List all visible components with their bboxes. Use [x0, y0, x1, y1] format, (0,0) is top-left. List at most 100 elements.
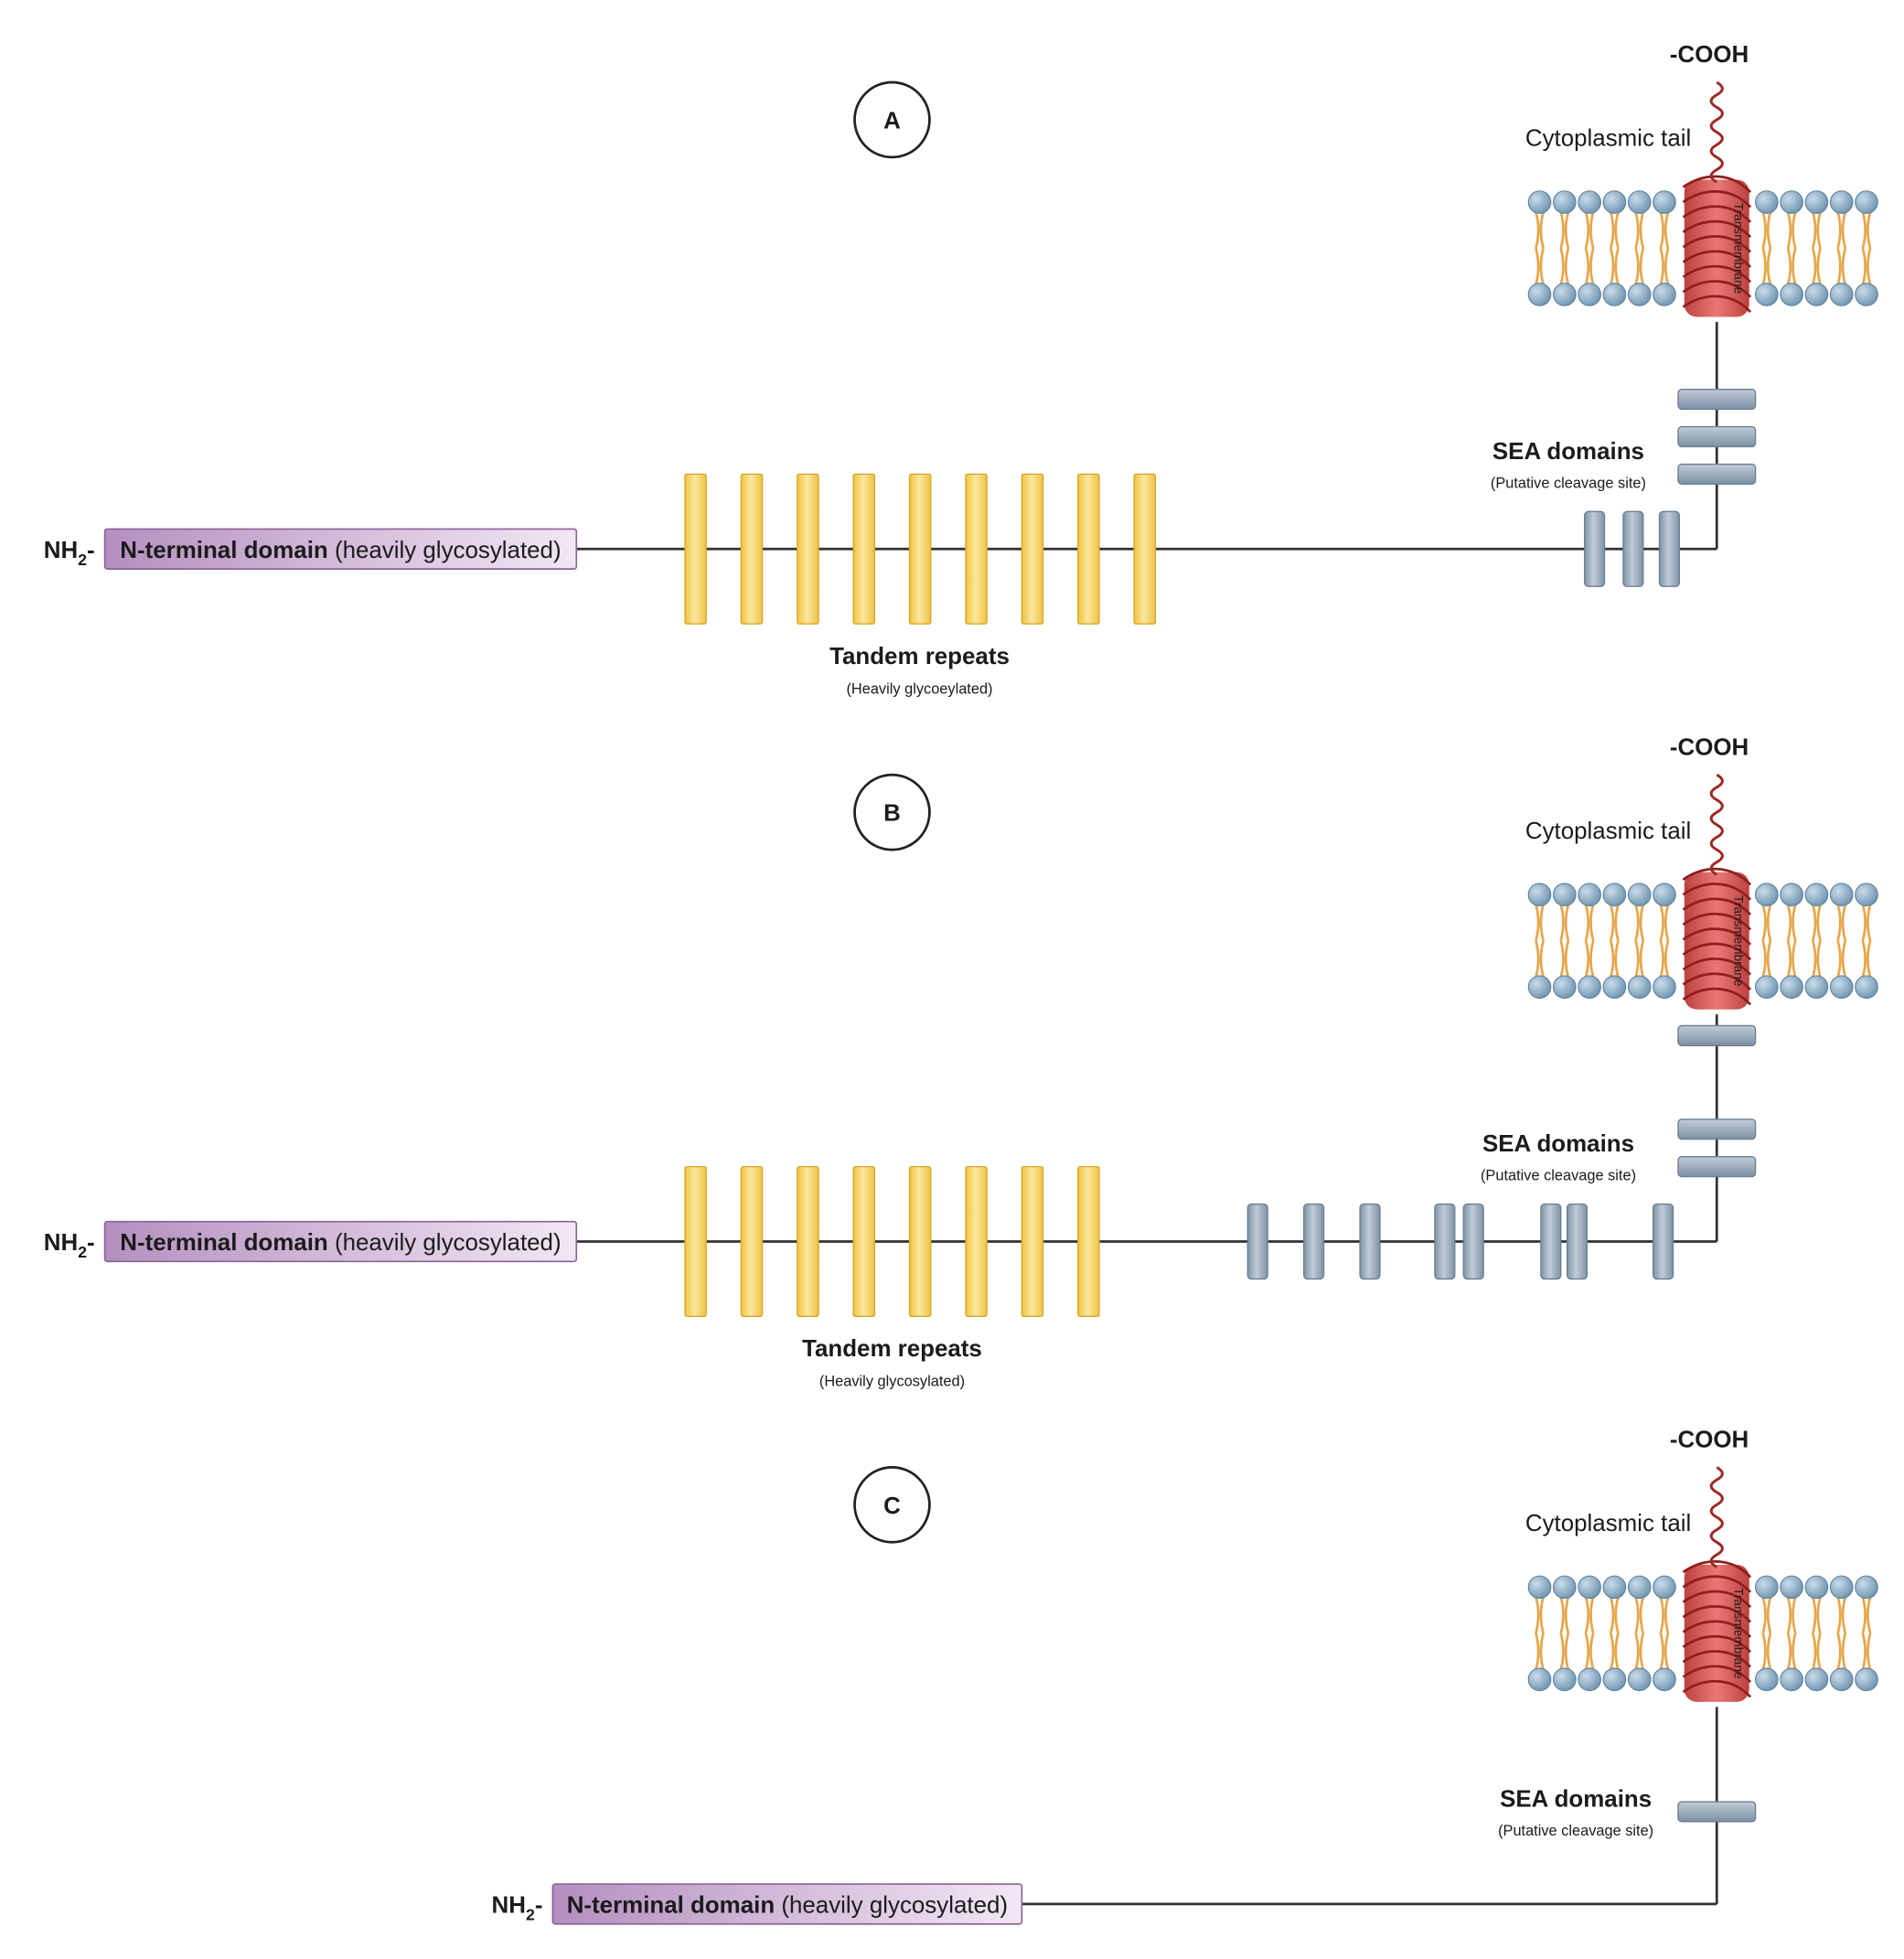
lipid-head: [1755, 190, 1779, 214]
lipid-head: [1804, 190, 1829, 214]
lipid-head: [1755, 283, 1779, 306]
lipid-head: [1855, 1667, 1878, 1692]
lipid-tail: [1589, 211, 1595, 249]
lipid-head: [1855, 883, 1878, 907]
transmembrane-label: Transmembrane: [1731, 895, 1745, 986]
sea-domain: [1622, 510, 1644, 587]
lipid-tail: [1535, 1596, 1540, 1634]
lipid-tail: [1663, 904, 1670, 942]
lipid-tail: [1559, 940, 1565, 978]
lipid-tail: [1866, 248, 1872, 285]
sea-domain: [1677, 1801, 1757, 1823]
lipid-head: [1602, 283, 1627, 306]
lipid-head: [1627, 883, 1652, 907]
lipid-head: [1578, 883, 1601, 907]
lipid-head: [1780, 1667, 1803, 1692]
lipid-tail: [1836, 1596, 1842, 1634]
lipid-tail: [1866, 1596, 1872, 1634]
lipid-head: [1780, 283, 1803, 306]
lipid-tail: [1816, 1632, 1822, 1670]
cytoplasmic-tail-line: [1709, 773, 1724, 876]
helix-turn: [1682, 867, 1752, 886]
sea-domain: [1303, 1203, 1325, 1280]
n-terminal-domain-box: [103, 1220, 578, 1263]
lipid-tail: [1539, 904, 1545, 942]
sea-domain: [1658, 510, 1681, 587]
helix-turn: [1682, 927, 1752, 946]
tandem-repeat: [908, 1165, 932, 1318]
lipid-head: [1829, 975, 1854, 999]
lipid-head: [1527, 283, 1552, 306]
lipid-head: [1627, 1575, 1652, 1600]
sea-domain: [1677, 463, 1757, 486]
lipid-tail: [1564, 248, 1570, 285]
lipid-tail: [1639, 940, 1645, 978]
tandem-repeat: [852, 473, 876, 625]
panel-letter-circle: [853, 1466, 931, 1544]
lipid-tail: [1609, 1596, 1615, 1634]
n-terminal-domain-box: [103, 528, 578, 570]
lipid-tail: [1639, 904, 1645, 942]
lipid-tail: [1659, 1596, 1664, 1634]
lipid-tail: [1584, 211, 1590, 249]
sea-domains-subtitle: (Putative cleavage site): [1481, 1168, 1636, 1184]
helix-turn: [1682, 294, 1752, 314]
cytoplasmic-tail-label: Cytoplasmic tail: [1525, 126, 1691, 152]
lipid-tail: [1861, 248, 1867, 285]
lipid-tail: [1589, 904, 1595, 942]
lipid-head: [1578, 975, 1601, 999]
lipid-tail: [1812, 940, 1817, 978]
lipid-head: [1855, 190, 1878, 214]
transmembrane-helix: Transmembrane: [1682, 1560, 1752, 1702]
lipid-head: [1755, 1667, 1779, 1692]
lipid-tail: [1663, 1596, 1670, 1634]
lipid-tail: [1564, 904, 1570, 942]
lipid-tail: [1634, 940, 1640, 978]
n-terminal-gap: [328, 538, 335, 563]
sea-domain: [1566, 1203, 1588, 1280]
lipid-head: [1653, 1667, 1676, 1692]
lipid-head: [1602, 975, 1627, 999]
lipid-tail: [1659, 248, 1664, 285]
lipid-tail: [1634, 211, 1640, 249]
lipid-tail: [1861, 904, 1867, 942]
helix-turn: [1682, 190, 1752, 209]
helix-turn: [1682, 897, 1752, 915]
lipid-tail: [1535, 248, 1540, 285]
lipid-tail: [1609, 211, 1615, 249]
lipid-head: [1627, 1667, 1652, 1692]
sea-domains-title: SEA domains: [1492, 439, 1644, 465]
tandem-repeat: [965, 473, 988, 625]
transmembrane-helix: Transmembrane: [1682, 175, 1752, 317]
lipid-head: [1653, 975, 1676, 999]
lipid-tail: [1766, 1632, 1772, 1670]
lipid-tail: [1836, 904, 1842, 942]
nh2-terminus-label: NH2-: [44, 1230, 95, 1261]
lipid-head: [1627, 190, 1652, 214]
lipid-tail: [1816, 940, 1822, 978]
lipid-tail: [1812, 904, 1817, 942]
lipid-head: [1527, 190, 1552, 214]
lipid-tail: [1816, 248, 1822, 285]
lipid-tail: [1792, 940, 1797, 978]
lipid-head: [1855, 283, 1878, 306]
lipid-tail: [1761, 940, 1767, 978]
sea-domain: [1540, 1203, 1562, 1280]
transmembrane-label: Transmembrane: [1731, 203, 1745, 294]
cytoplasmic-tail-line: [1709, 1466, 1724, 1568]
tandem-repeats-subtitle: (Heavily glycoeylated): [846, 681, 992, 698]
cooh-terminus-label: -COOH: [1670, 1428, 1749, 1453]
helix-turn: [1682, 1665, 1752, 1684]
lipid-tail: [1559, 1596, 1565, 1634]
lipid-head: [1804, 283, 1829, 306]
helix-turn: [1682, 250, 1752, 268]
helix-turn: [1682, 912, 1752, 931]
helix-turn: [1682, 1605, 1752, 1623]
sea-domain: [1434, 1203, 1456, 1280]
lipid-tail: [1663, 211, 1670, 249]
helix-turn: [1682, 1650, 1752, 1668]
sea-domain: [1462, 1203, 1484, 1280]
lipid-head: [1653, 1575, 1676, 1600]
lipid-tail: [1634, 248, 1640, 285]
